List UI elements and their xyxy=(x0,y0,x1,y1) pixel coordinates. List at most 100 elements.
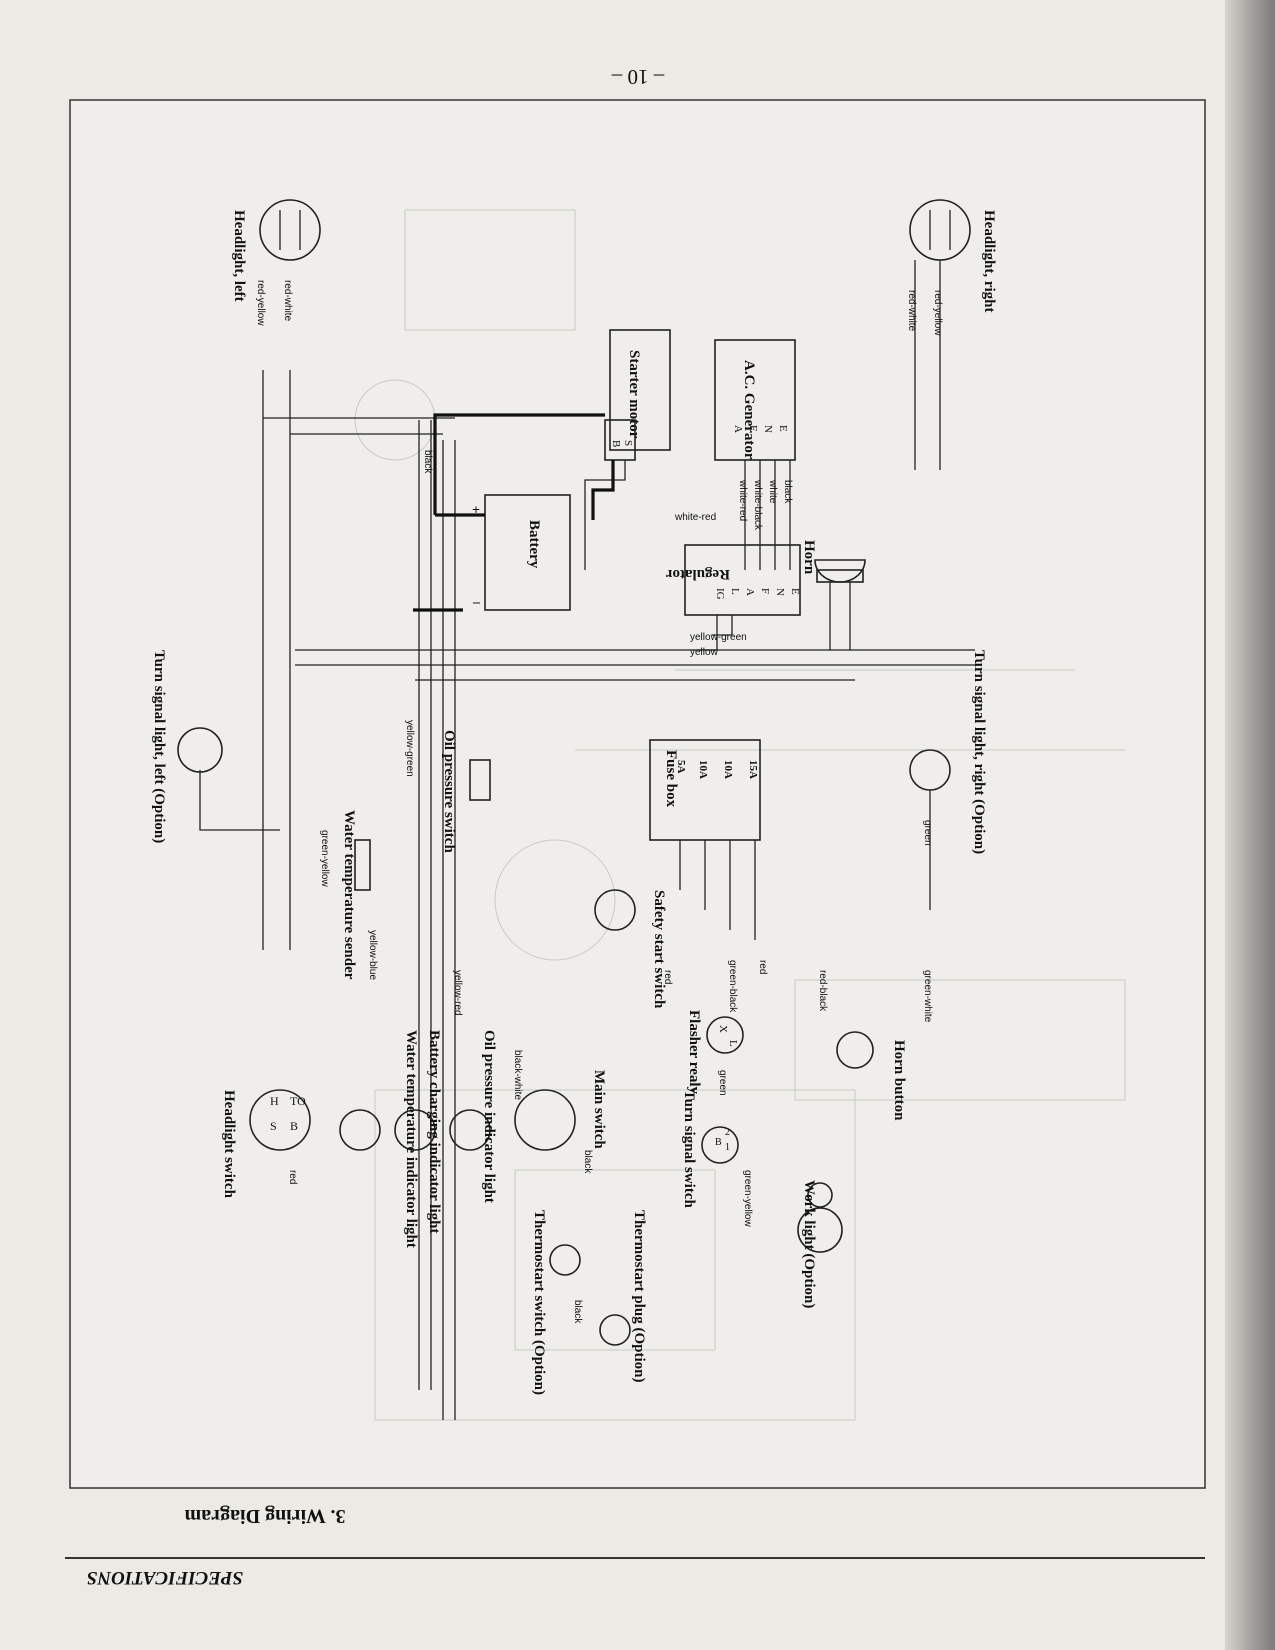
diagram-frame xyxy=(69,99,1206,1489)
fuse-box: Fuse box 15A 10A 10A 5A xyxy=(649,739,761,940)
oil-pressure-switch: Oil pressure switch yellow-green xyxy=(404,720,491,853)
wire-yellow-reg: yellow xyxy=(690,647,719,658)
flasher-relay: X L Flasher realy red green-black green xyxy=(686,960,768,1096)
wire-green-fr: green xyxy=(717,1070,728,1096)
label-horn-button: Horn button xyxy=(891,1040,907,1121)
label-battery: Battery xyxy=(526,520,542,569)
regulator-terminal-l: L xyxy=(729,588,741,595)
label-turn-signal-switch: Turn signal switch xyxy=(681,1090,697,1208)
work-light: Work light (Option) xyxy=(797,1180,843,1308)
generator-terminal-f: F xyxy=(747,425,759,431)
wire-red-white-hr: red-white xyxy=(906,290,917,332)
wire-white-red-gen: white-red xyxy=(737,479,748,521)
generator-terminal-n: N xyxy=(762,425,774,433)
label-headlight-switch: Headlight switch xyxy=(221,1090,237,1199)
label-water-temp-sender: Water temperature sender xyxy=(341,810,357,980)
regulator-terminal-f: F xyxy=(759,588,771,594)
wire-red-fr: red xyxy=(757,960,768,974)
footer-specifications: SPECIFICATIONS xyxy=(87,1567,243,1588)
wire-red-sss: red xyxy=(662,970,673,984)
wire-green-black: green-black xyxy=(727,960,738,1013)
wire-black-ts: black xyxy=(572,1300,583,1324)
tss-terminal-1: 1 xyxy=(725,1142,730,1153)
indicator-lights: Oil pressure indicator light Battery cha… xyxy=(339,970,523,1248)
wire-white-red-starter: white-red xyxy=(674,512,716,523)
wire-yellow-blue: yellow-blue xyxy=(367,930,378,980)
generator-terminal-a: A xyxy=(732,425,744,433)
label-fuse-box: Fuse box xyxy=(663,750,679,808)
tss-terminal-2: 2 xyxy=(725,1127,730,1138)
hs-terminal-s: S xyxy=(270,1119,277,1133)
regulator-terminal-n: N xyxy=(774,588,786,596)
label-headlight-right: Headlight, right xyxy=(981,210,997,313)
fuse-10a-2: 10A xyxy=(697,760,709,779)
headlight-left: Headlight, left red-white red-yellow xyxy=(231,199,321,326)
label-horn: Horn xyxy=(801,540,817,575)
wire-green-yellow: green-yellow xyxy=(742,1170,753,1227)
wire-yellow-green-reg: yellow-green xyxy=(690,632,747,643)
label-regulator: Regulator xyxy=(666,566,730,582)
wire-red-black: red-black xyxy=(817,970,828,1012)
label-thermostart-plug: Thermostart plug (Option) xyxy=(631,1210,647,1383)
turn-signal-right: Turn signal light, right (Option) green xyxy=(909,650,987,910)
fuse-10a-1: 10A xyxy=(722,760,734,779)
wire-red-yellow-hl: red-yellow xyxy=(255,280,266,326)
label-flasher-relay: Flasher realy xyxy=(686,1010,702,1095)
battery-minus: – xyxy=(472,596,481,611)
label-work-light: Work light (Option) xyxy=(801,1180,817,1308)
label-safety-start-switch: Safety start switch xyxy=(651,890,667,1009)
book-binding-shadow xyxy=(1225,0,1275,1650)
wire-white-black-gen: white-black xyxy=(752,479,763,531)
label-headlight-left: Headlight, left xyxy=(231,210,247,302)
generator-terminal-e: E xyxy=(777,425,789,432)
label-turn-signal-left: Turn signal light, left (Option) xyxy=(151,650,167,843)
bleed-through-artwork xyxy=(354,209,1126,1421)
hs-terminal-to: TO xyxy=(290,1094,306,1108)
wire-black-ms: black xyxy=(582,1150,593,1174)
wire-yellow-green-ops: yellow-green xyxy=(404,720,415,777)
safety-start-switch: Safety start switch red xyxy=(594,889,673,1009)
wire-black-battery: black xyxy=(422,450,433,474)
wire-green-white: green-white xyxy=(922,970,933,1023)
starter-motor: Starter motor S B white-red xyxy=(584,329,716,570)
label-turn-signal-right: Turn signal light, right (Option) xyxy=(971,650,987,854)
turn-signal-left: Turn signal light, left (Option) xyxy=(151,650,280,843)
wire-red-yellow-hr: red-yellow xyxy=(932,290,943,336)
headlight-switch: S B H TO Headlight switch red xyxy=(221,1089,311,1199)
fuse-5a: 5A xyxy=(675,760,687,774)
starter-terminal-b: B xyxy=(610,440,622,447)
wire-red-hs: red xyxy=(287,1170,298,1184)
hs-terminal-b: B xyxy=(290,1119,298,1133)
water-temp-sender: Water temperature sender yellow-blue gre… xyxy=(319,810,378,980)
wire-green-tsr: green xyxy=(922,820,933,846)
wire-green-yellow-wts: green-yellow xyxy=(319,830,330,887)
hs-terminal-h: H xyxy=(270,1094,279,1108)
flasher-terminal-x: X xyxy=(717,1025,729,1033)
label-thermostart-switch: Thermostart switch (Option) xyxy=(531,1210,547,1395)
main-switch: Main switch black xyxy=(514,1070,607,1174)
regulator-terminal-e: E xyxy=(789,588,801,595)
regulator: Regulator E N F A L IG yellow-green yell… xyxy=(666,544,801,658)
label-ac-generator: A.C. Generator xyxy=(741,360,757,460)
tss-terminal-b: B xyxy=(715,1137,722,1148)
label-main-switch: Main switch xyxy=(591,1070,607,1149)
section-title: 3. Wiring Diagram xyxy=(184,1505,345,1527)
main-harness xyxy=(262,370,975,1420)
headlight-right: Headlight, right red-yellow red-white xyxy=(906,199,997,470)
regulator-terminal-a: A xyxy=(744,588,756,596)
regulator-terminal-ig: IG xyxy=(714,588,726,600)
wire-red-white-hl: red-white xyxy=(282,280,293,322)
label-starter-motor: Starter motor xyxy=(626,350,642,439)
label-battery-charging-indicator: Battery charging indicator light xyxy=(426,1030,442,1233)
fuse-15a: 15A xyxy=(747,760,759,779)
ac-generator: A.C. Generator E N F A black white white… xyxy=(714,339,796,570)
battery: Battery + – black xyxy=(413,413,605,612)
wire-white-gen: white xyxy=(767,479,778,504)
thermostart: Thermostart plug (Option) Thermostart sw… xyxy=(531,1210,647,1395)
battery-plus: + xyxy=(472,501,480,516)
label-water-temp-indicator: Water temperature indicator light xyxy=(403,1030,419,1248)
label-oil-pressure-switch: Oil pressure switch xyxy=(441,730,457,853)
